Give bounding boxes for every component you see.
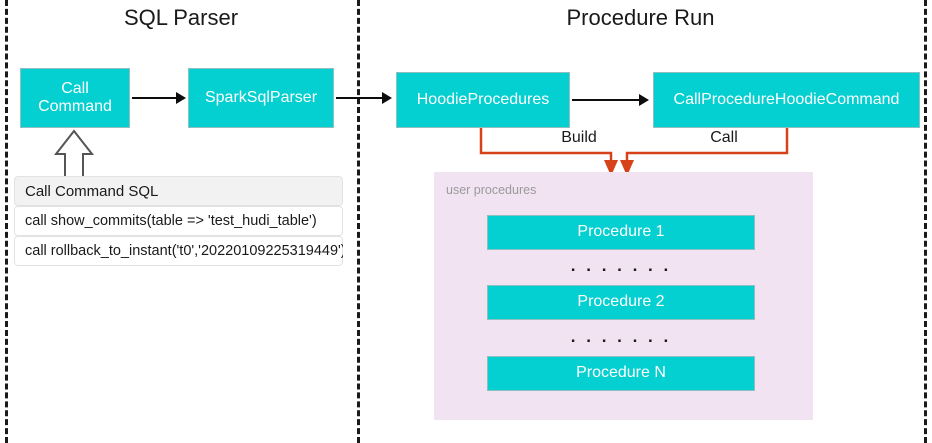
procedures-separator-2: . . . . . . . (570, 327, 672, 346)
connector-label-call: Call (690, 129, 758, 147)
divider-left (5, 0, 8, 443)
divider-right (924, 0, 927, 443)
connector-label-build: Build (540, 129, 618, 147)
arrow-head-to-hoodie-procedures (382, 92, 392, 104)
procedures-separator-1: . . . . . . . (570, 256, 672, 275)
node-hoodie-procedures-label: HoodieProcedures (416, 90, 550, 108)
user-procedures-panel-label: user procedures (446, 183, 537, 197)
node-call-command-label-line1: Call (61, 79, 89, 97)
section-title-sql-parser: SQL Parser (123, 5, 239, 30)
procedure-box-2-label: Procedure 2 (577, 293, 665, 311)
up-arrow-icon (53, 129, 95, 178)
node-call-procedure-hoodie-command-label: CallProcedureHoodieCommand (673, 90, 900, 108)
node-spark-sql-parser[interactable]: SparkSqlParser (188, 68, 334, 128)
sql-table-row-2[interactable]: call rollback_to_instant('t0','202201092… (14, 236, 343, 266)
procedure-box-n-label: Procedure N (576, 364, 666, 382)
arrow-hoodie-procedures-to-call-procedure-hoodie-command (572, 99, 639, 101)
node-spark-sql-parser-label: SparkSqlParser (204, 88, 318, 106)
call-command-sql-table: Call Command SQL call show_commits(table… (14, 176, 343, 266)
sql-table-row-1[interactable]: call show_commits(table => 'test_hudi_ta… (14, 206, 343, 236)
procedure-box-n[interactable]: Procedure N (487, 356, 755, 391)
procedure-box-1[interactable]: Procedure 1 (487, 215, 755, 250)
arrow-head-to-call-procedure-hoodie-command (639, 94, 649, 106)
section-title-procedure-run: Procedure Run (566, 5, 715, 30)
divider-middle (357, 0, 360, 443)
procedure-box-1-label: Procedure 1 (577, 223, 665, 241)
node-call-command-label-line2: Command (38, 98, 112, 115)
arrow-head-to-spark-sql-parser (176, 92, 186, 104)
procedure-box-2[interactable]: Procedure 2 (487, 285, 755, 320)
node-hoodie-procedures[interactable]: HoodieProcedures (396, 72, 570, 128)
sql-table-header: Call Command SQL (14, 176, 343, 206)
node-call-procedure-hoodie-command[interactable]: CallProcedureHoodieCommand (653, 72, 920, 128)
arrow-spark-sql-parser-to-hoodie-procedures (336, 97, 382, 99)
arrow-call-command-to-spark-sql-parser (132, 97, 176, 99)
node-call-command[interactable]: Call Command (20, 68, 130, 128)
